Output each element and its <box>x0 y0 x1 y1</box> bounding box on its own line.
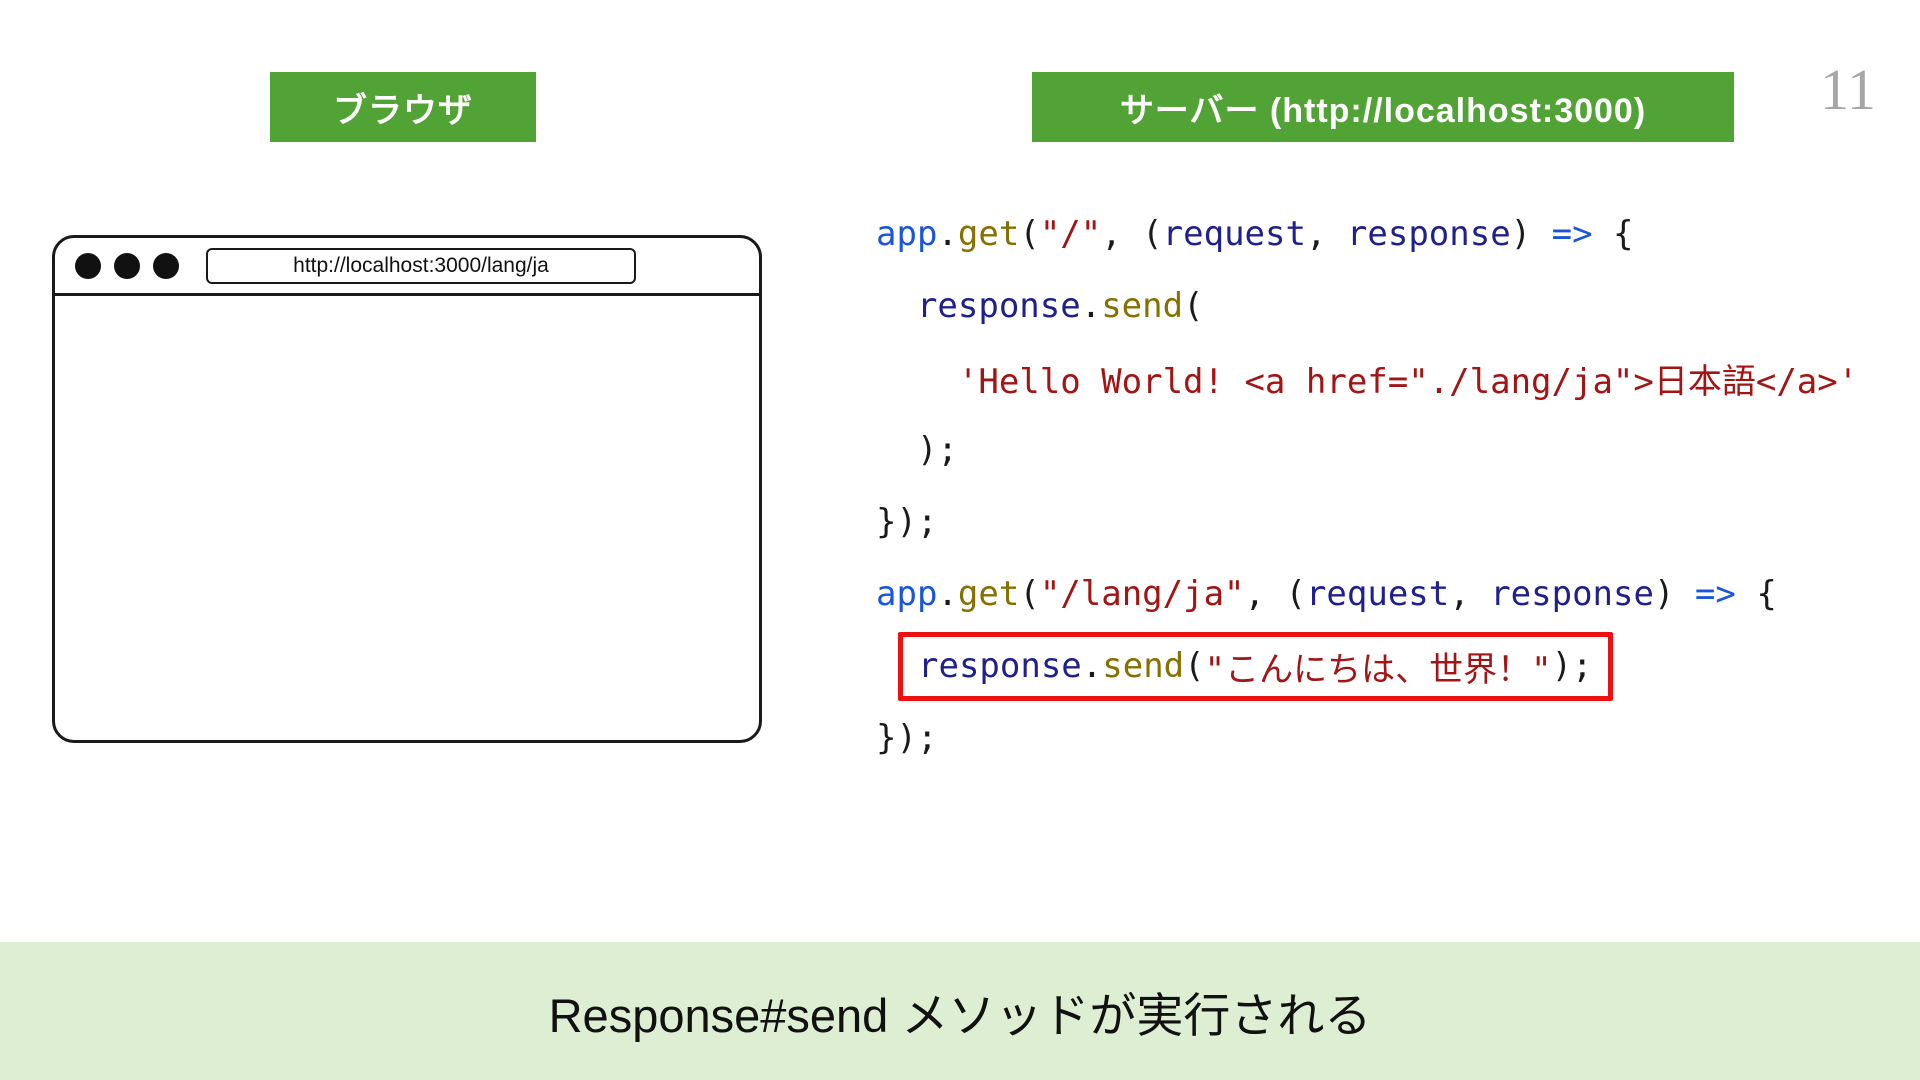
code-token: { <box>1592 214 1634 254</box>
code-block: app.get("/", (request, response) => { re… <box>876 198 1858 774</box>
code-token <box>876 286 917 326</box>
code-token: response <box>916 286 1081 326</box>
code-token: ); <box>876 430 958 470</box>
code-token: }); <box>876 502 938 542</box>
code-token: , <box>1449 574 1491 614</box>
code-token: response <box>1346 214 1511 254</box>
code-token: response <box>1490 574 1654 614</box>
code-token: . <box>937 214 958 254</box>
url-bar: http://localhost:3000/lang/ja <box>206 247 636 284</box>
code-token: get <box>957 214 1020 254</box>
code-line: app.get("/", (request, response) => { <box>876 198 1858 270</box>
browser-badge-label: ブラウザ <box>333 91 473 130</box>
code-token: response <box>918 646 1082 686</box>
footer-banner: Response#send メソッドが実行される <box>0 942 1920 1080</box>
code-token: "/" <box>1039 214 1102 254</box>
code-line: }); <box>876 702 1858 774</box>
code-token <box>876 358 958 398</box>
code-line: }); <box>876 486 1858 558</box>
browser-viewport <box>55 296 759 740</box>
code-token: ( <box>1184 646 1205 686</box>
url-text: http://localhost:3000/lang/ja <box>293 253 549 277</box>
code-line: response.send( <box>876 270 1858 342</box>
footer-text: Response#send メソッドが実行される <box>548 988 1372 1042</box>
code-line-content: response.send( <box>876 286 1204 326</box>
code-token: => <box>1551 214 1593 254</box>
code-token: request <box>1305 574 1450 614</box>
code-token: ( <box>1019 574 1040 614</box>
code-line-content: ); <box>876 430 958 470</box>
code-token: request <box>1162 214 1306 254</box>
browser-window: http://localhost:3000/lang/ja <box>52 235 762 743</box>
code-line: 'Hello World! <a href="./lang/ja">日本語</a… <box>876 342 1858 414</box>
page-number: 11 <box>1820 57 1876 122</box>
code-token: ) <box>1510 214 1552 254</box>
code-token: 'Hello World! <a href="./lang/ja">日本語</a… <box>957 361 1859 402</box>
code-highlighted-statement: response.send("こんにちは、世界！"); <box>898 631 1613 701</box>
code-token: "こんにちは、世界！" <box>1204 649 1552 690</box>
code-line: response.send("こんにちは、世界！"); <box>876 630 1858 702</box>
code-token: , ( <box>1101 214 1163 254</box>
server-badge-label: サーバー (http://localhost:3000) <box>1119 91 1647 130</box>
code-token: "/lang/ja" <box>1039 574 1245 614</box>
code-token: get <box>957 574 1020 614</box>
code-token: send <box>1101 286 1184 326</box>
code-token: . <box>937 574 958 614</box>
code-line: app.get("/lang/ja", (request, response) … <box>876 558 1858 630</box>
code-token: ) <box>1653 574 1695 614</box>
code-line-content: app.get("/", (request, response) => { <box>876 214 1634 254</box>
code-token: , <box>1305 214 1347 254</box>
code-token: app <box>876 574 938 614</box>
code-token: send <box>1102 646 1185 686</box>
code-line-content: app.get("/lang/ja", (request, response) … <box>876 574 1777 614</box>
code-line: ); <box>876 414 1858 486</box>
code-token: { <box>1735 574 1777 614</box>
code-line-content: }); <box>876 718 937 758</box>
code-token: . <box>1081 646 1103 686</box>
browser-badge: ブラウザ <box>270 72 536 142</box>
window-dot-icon <box>153 252 179 279</box>
code-token: . <box>1080 286 1102 326</box>
server-badge: サーバー (http://localhost:3000) <box>1032 72 1734 142</box>
code-token: ); <box>1551 646 1593 686</box>
code-line-content: 'Hello World! <a href="./lang/ja">日本語</a… <box>876 354 1858 403</box>
code-token: app <box>876 214 938 254</box>
window-dot-icon <box>114 252 140 279</box>
code-token: , ( <box>1244 574 1306 614</box>
code-token: ( <box>1019 214 1040 254</box>
browser-titlebar: http://localhost:3000/lang/ja <box>55 238 759 296</box>
code-line-content: }); <box>876 502 937 542</box>
code-token: ( <box>1183 286 1204 326</box>
window-dot-icon <box>75 252 101 279</box>
code-token: => <box>1694 574 1736 614</box>
code-token: }); <box>876 718 938 758</box>
